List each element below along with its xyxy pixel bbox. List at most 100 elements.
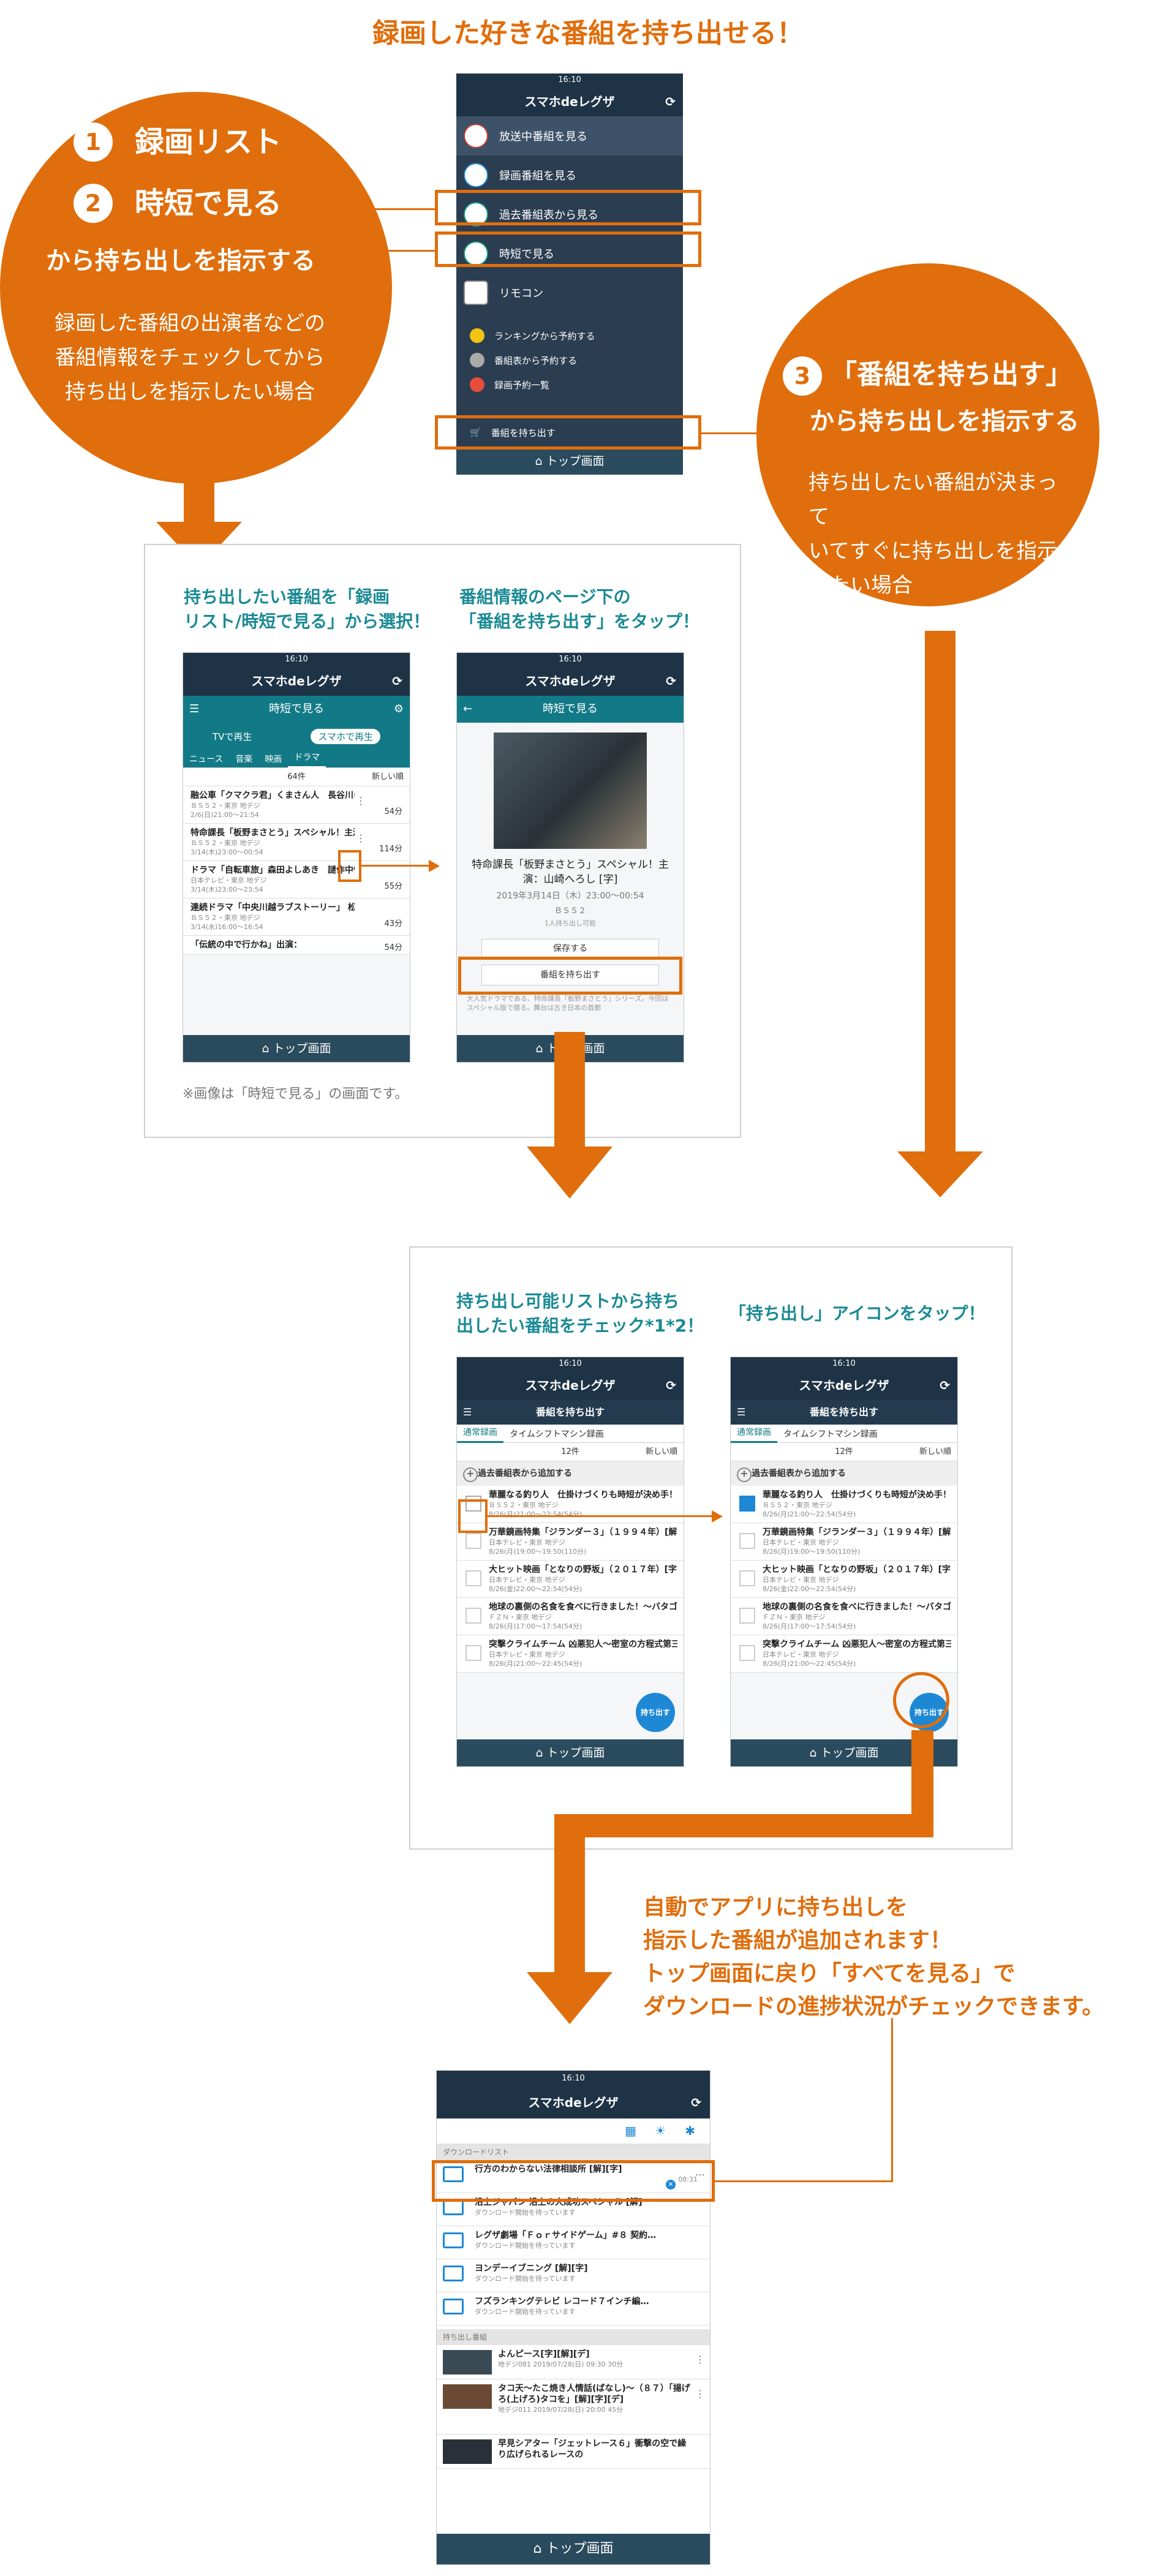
menu-item-reserve-list[interactable]: 録画予約一覧 <box>456 372 683 397</box>
tab-normal[interactable]: 通常録画 <box>731 1425 777 1443</box>
timer-label: 54分 <box>384 943 402 952</box>
tv-play-option[interactable]: TVで再生 <box>213 731 252 742</box>
list-item[interactable]: 地球の裏側の名食を食べに行きました！〜バタゴニア編〜おいしいマトンカレー [字]… <box>457 1598 684 1635</box>
download-item[interactable]: 行方のわからない法律相談所 [解][字]08:31⋯✕ <box>437 2160 710 2193</box>
more-icon[interactable]: ⋮ <box>356 795 366 807</box>
list-item[interactable]: 特命課長「板野まさとう」スペシャル！主演：山崎へろし [字]ＢＳ５２・東京 地デ… <box>183 824 410 861</box>
list-item[interactable]: 突撃クライムチーム 凶悪犯人〜密室の方程式第三の時効確の交叉[解][字]日本テレ… <box>731 1635 957 1673</box>
menu-item-guide-reserve[interactable]: 番組表から予約する <box>456 348 683 372</box>
app-name: スマホdeレグザ <box>525 1378 616 1393</box>
top-screen-bar[interactable]: ⌂ トップ画面 <box>457 1739 684 1766</box>
more-icon[interactable]: ⋮ <box>356 832 366 844</box>
thumbnail <box>443 2439 492 2464</box>
cancel-icon[interactable]: ✕ <box>666 2180 676 2190</box>
download-item[interactable]: ヨンデーイブニング [解][字]ダウンロード開始を待っています <box>437 2259 710 2292</box>
tab-timeshift[interactable]: タイムシフトマシン録画 <box>783 1429 878 1439</box>
menu-item-live[interactable]: 放送中番組を見る <box>456 116 683 156</box>
tab-news[interactable]: ニュース <box>189 754 224 764</box>
cart-checkbox-icon[interactable] <box>466 1645 481 1661</box>
add-from-past-guide[interactable]: 過去番組表から追加する <box>731 1461 957 1486</box>
bluetooth-icon[interactable]: ✱ <box>685 2123 695 2138</box>
jitan-list-screen: 16:10 スマホdeレグザ⟳ ☰時短で見る⚙ TVで再生 スマホで再生 ニュー… <box>183 652 410 1063</box>
tab-normal[interactable]: 通常録画 <box>457 1425 503 1443</box>
takeout-item[interactable]: 早見シアター「ジェットレース６」衝撃の空で繰り広げられるレースの <box>437 2435 710 2469</box>
sort-select[interactable]: 新しい順 <box>919 1447 951 1456</box>
sort-select[interactable]: 新しい順 <box>371 772 404 781</box>
item-title: 融公車「クマクラ君」くまさん人 長谷川けいわか キャミ行 <box>190 791 355 800</box>
result-count: 64件新しい順 <box>183 768 410 786</box>
menu-item-ranking[interactable]: ランキングから予約する <box>456 323 683 348</box>
cart-checkbox-icon[interactable] <box>739 1533 755 1549</box>
program-title: 特命課長「板野まさとう」スペシャル！主演：山崎へろし [字] <box>472 859 669 886</box>
guide-icon[interactable]: ▦ <box>625 2123 636 2138</box>
item-date: 8/26(月)21:00〜22:45(54分) <box>763 1660 856 1668</box>
top-screen-bar[interactable]: ⌂ トップ画面 <box>456 448 683 475</box>
refresh-icon[interactable]: ⟳ <box>665 94 676 109</box>
home-icon: ⌂ <box>533 2541 546 2556</box>
tab-music[interactable]: 音楽 <box>235 754 253 764</box>
highlight-download-item <box>432 2160 715 2202</box>
cart-checkbox-icon[interactable] <box>466 1570 481 1586</box>
more-icon[interactable]: ⋮ <box>695 2354 705 2365</box>
connector-line <box>488 1515 714 1517</box>
refresh-icon[interactable]: ⟳ <box>691 2095 701 2110</box>
refresh-icon[interactable]: ⟳ <box>940 1378 950 1393</box>
home-icon: ⌂ <box>535 454 546 468</box>
back-arrow-icon[interactable]: ← <box>463 702 473 715</box>
phone-play-option[interactable]: スマホで再生 <box>311 728 380 744</box>
sort-select[interactable]: 新しい順 <box>645 1447 677 1456</box>
list-item[interactable]: 地球の裏側の名食を食べに行きました！〜バタゴニア編〜おいしいマトンカレー [字]… <box>731 1598 957 1635</box>
top-screen-bar[interactable]: ⌂ トップ画面 <box>183 1035 410 1062</box>
cart-checked-icon[interactable] <box>739 1496 755 1512</box>
item-title: 万華鏡画特集「ジランダー３」（１９９４年）[解][字] <box>489 1527 677 1537</box>
connector-line <box>701 432 763 434</box>
brightness-icon[interactable]: ☀ <box>655 2123 666 2138</box>
cart-checkbox-icon[interactable] <box>739 1608 755 1624</box>
takeout-button[interactable]: 番組を持ち出す <box>481 965 659 985</box>
cart-checkbox-icon[interactable] <box>466 1496 481 1512</box>
tab-timeshift[interactable]: タイムシフトマシン録画 <box>510 1429 604 1439</box>
hamburger-icon[interactable]: ☰ <box>463 1406 472 1418</box>
takeout-fab[interactable]: 持ち出す <box>636 1693 675 1732</box>
menu-item-remote[interactable]: リモコン <box>456 273 683 312</box>
refresh-icon[interactable]: ⟳ <box>666 674 676 688</box>
refresh-icon[interactable]: ⟳ <box>666 1378 676 1393</box>
menu-item-jitan[interactable]: 時短で見る <box>456 234 683 273</box>
menu-item-takeout[interactable]: 🛒番組を持ち出す <box>456 420 683 445</box>
list-item[interactable]: 連続ドラマ「中央川越ラブストーリー」 松杉ゆうみこ 豊野ＨＩＤＢＳ５２・東京 地… <box>183 898 410 936</box>
tab-movie[interactable]: 映画 <box>265 754 282 764</box>
top-screen-bar[interactable]: ⌂ トップ画面 <box>437 2534 710 2564</box>
menu-item-recorded[interactable]: 録画番組を見る <box>456 156 683 195</box>
refresh-icon[interactable]: ⟳ <box>392 674 402 688</box>
list-item[interactable]: 突撃クライムチーム 凶悪犯人〜密室の方程式第三の時効確の交叉[解][字]日本テレ… <box>457 1635 684 1673</box>
hamburger-icon[interactable]: ☰ <box>737 1406 746 1418</box>
list-item[interactable]: 融公車「クマクラ君」くまさん人 長谷川けいわか キャミ行ＢＳ５２・東京 地デジ2… <box>183 786 410 824</box>
cart-checkbox-icon[interactable] <box>739 1570 755 1586</box>
takeout-item[interactable]: タコ天〜たこ焼き人情話(ばなし)〜（８７）「揚げろ(上げろ)タコを」[解][字]… <box>437 2379 710 2435</box>
more-icon[interactable]: ⋯ <box>695 2169 705 2180</box>
takeout-select-screen: 16:10 スマホdeレグザ⟳ ☰番組を持ち出す 通常録画タイムシフトマシン録画… <box>456 1357 684 1767</box>
settings-icon[interactable]: ⚙ <box>393 702 404 715</box>
cart-checkbox-icon[interactable] <box>466 1533 481 1549</box>
tab-drama[interactable]: ドラマ <box>288 750 326 768</box>
list-item[interactable]: ドラマ「自転車旅」森田よしあき 謎作中情報 [解][字]日本テレビ・東京 地デジ… <box>183 861 410 898</box>
item-title: 地球の裏側の名食を食べに行きました！〜バタゴニア編〜おいしいマトンカレー [字] <box>489 1602 677 1612</box>
more-icon[interactable]: ⋮ <box>695 2388 705 2400</box>
takeout-item[interactable]: よんピース[字][解][デ]地デジ081 2019/07/28(日) 09:30… <box>437 2345 710 2379</box>
list-item[interactable]: 「伝統の中で行かね」出演：54分 <box>183 936 410 955</box>
add-from-past-guide[interactable]: 過去番組表から追加する <box>457 1461 684 1486</box>
hamburger-icon[interactable]: ☰ <box>189 702 200 715</box>
save-button[interactable]: 保存する <box>481 939 659 958</box>
cart-checkbox-icon[interactable] <box>466 1608 481 1624</box>
download-item[interactable]: レグザ劇場「Ｆｏｒサイドゲーム」#８ 契約…ダウンロード開始を待っています <box>437 2226 710 2259</box>
arrow-shaft <box>925 631 956 1151</box>
menu-screen: 16:10 スマホdeレグザ⟳ 放送中番組を見る 録画番組を見る 過去番組表から… <box>456 73 683 475</box>
download-item[interactable]: フズランキングテレビ レコード７インチ編…ダウンロード開始を待っています <box>437 2292 710 2326</box>
cart-checkbox-icon[interactable] <box>739 1645 755 1661</box>
